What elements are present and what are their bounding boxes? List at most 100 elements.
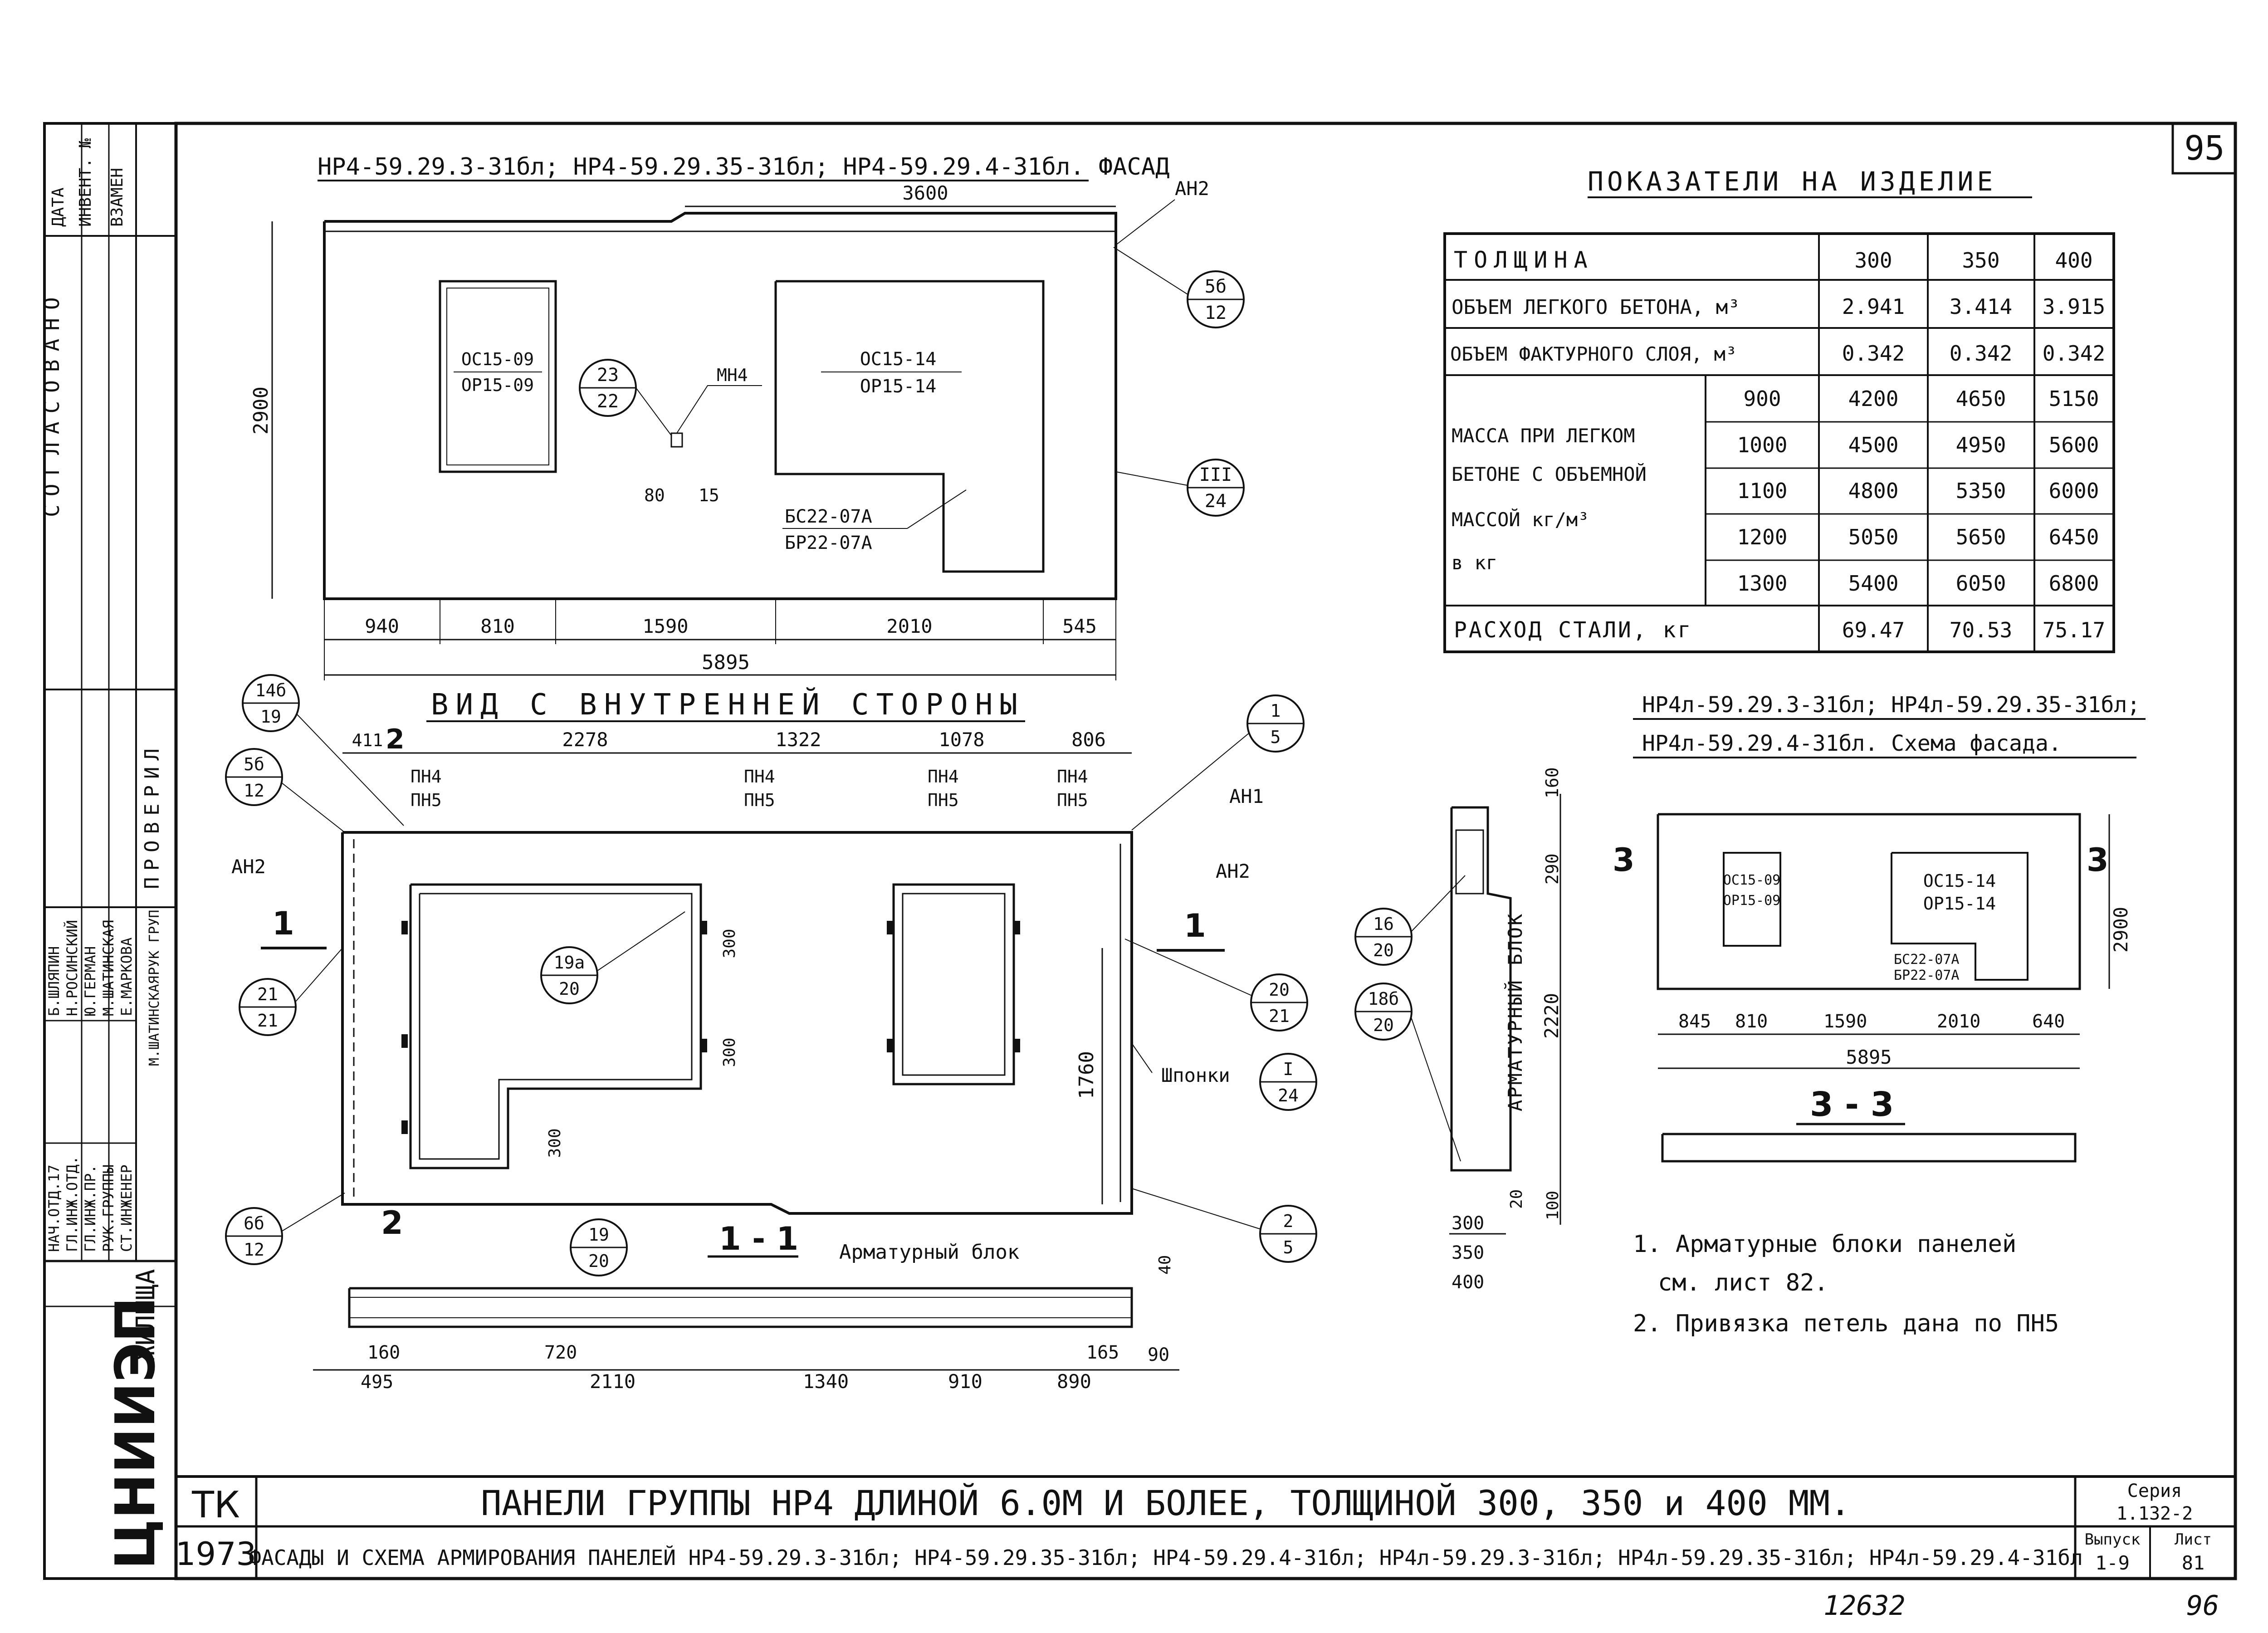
s22-c1-bottom: 20 [1373, 1015, 1394, 1035]
ic0-bottom: 19 [260, 707, 281, 727]
m4-350: 6050 [1956, 571, 2006, 596]
scheme-drawing: НР4л-59.29.3-31бл; НР4л-59.29.35-31бл; Н… [1613, 692, 2146, 1163]
loop1-top: ПН4 [744, 767, 775, 787]
density-4: 1300 [1737, 571, 1788, 596]
ic7-top: I [1283, 1059, 1294, 1079]
callout-III-bottom: 24 [1205, 491, 1227, 512]
callout-III-top: III [1199, 464, 1232, 485]
facade-dim-1: 810 [480, 615, 515, 637]
table-title: ПОКАЗАТЕЛИ НА ИЗДЕЛИЕ [1588, 166, 1996, 197]
tb-issue: 1-9 [2095, 1552, 2130, 1574]
facade-dim-4: 545 [1062, 615, 1097, 637]
page-number-box: 95 [2171, 123, 2236, 175]
inner-d300-c: 300 [546, 1128, 564, 1158]
checked-by: М.ШАТИНСКАЯ [147, 976, 162, 1066]
note-0: 1. Арматурные блоки панелей [1633, 1231, 2016, 1258]
s22-c0-bottom: 20 [1373, 940, 1394, 960]
sec2-top: 2 [386, 724, 405, 755]
steel-400: 75.17 [2043, 618, 2105, 642]
sig-role-1: ГЛ.ИНЖ.ОТД. [64, 1156, 81, 1252]
mn4-label: МН4 [717, 365, 748, 385]
inner-dim-3: 1078 [938, 728, 984, 751]
note-1: см. лист 82. [1658, 1269, 1828, 1296]
dim-15: 15 [699, 485, 719, 505]
door-top: БС22-07А [785, 506, 872, 527]
mass-label-2: МАССОЙ кг/м³ [1452, 508, 1589, 531]
sec1-left: 1 [272, 905, 294, 942]
row-facing-label: ОБЪЕМ ФАКТУРНОГО СЛОЯ, м³ [1450, 343, 1737, 365]
ic0-top: 14б [255, 680, 287, 700]
indicators-table: ПОКАЗАТЕЛИ НА ИЗДЕЛИЕ ТОЛЩИНА 300 350 40… [1443, 166, 2115, 653]
s22-dim-2: 2220 [1540, 993, 1563, 1039]
scheme-dim-2: 1590 [1823, 1011, 1867, 1032]
facade-dim-2: 1590 [642, 615, 688, 637]
vol-300: 2.941 [1842, 294, 1905, 319]
tb-tk: ТК [191, 1484, 240, 1526]
facade-drawing: НР4-59.29.3-31бл; НР4-59.29.35-31бл; НР4… [249, 153, 1245, 680]
steel-label: РАСХОД СТАЛИ, кг [1454, 617, 1692, 643]
inner-title: ВИД С ВНУТРЕННЕЙ СТОРОНЫ [431, 687, 1025, 722]
density-2: 1100 [1737, 479, 1788, 503]
side-group-lead: РУК ГРУП [147, 910, 162, 976]
s11-callout-top: 19 [588, 1225, 609, 1245]
m2-350: 5350 [1956, 479, 2006, 503]
tb-issue-label: Выпуск [2085, 1530, 2141, 1549]
scheme-title-2: НР4л-59.29.4-31бл. Схема фасада. [1642, 731, 2062, 756]
facade-title: НР4-59.29.3-31бл; НР4-59.29.35-31бл; НР4… [318, 153, 1169, 181]
window1-top: ОС15-09 [461, 349, 534, 369]
vol-400: 3.915 [2043, 294, 2105, 319]
loop3-top: ПН4 [1057, 767, 1088, 787]
side-date: ДАТА [49, 187, 68, 227]
scheme-title-1: НР4л-59.29.3-31бл; НР4л-59.29.35-31бл; [1642, 692, 2140, 718]
inner-dim-0: 411 [352, 730, 383, 750]
scheme-dim-0: 845 [1678, 1011, 1711, 1032]
mass-label-0: МАССА ПРИ ЛЕГКОМ [1452, 425, 1635, 447]
tb-title: ПАНЕЛИ ГРУППЫ НР4 ДЛИНОЙ 6.0М И БОЛЕЕ, Т… [481, 1482, 1851, 1523]
callout-23-top: 23 [597, 365, 619, 386]
scheme-w1-bottom: ОР15-09 [1723, 893, 1780, 909]
an2-facade: АН2 [1175, 177, 1209, 200]
ic6-top: 20 [1269, 980, 1290, 1000]
ic1-top: 5б [244, 754, 264, 774]
mass-label-1: БЕТОНЕ С ОБЪЕМНОЙ [1452, 463, 1647, 485]
org-suffix: ЖИЛИЩА [131, 1269, 161, 1361]
th-300: 300 [1854, 248, 1892, 273]
inner-dim-2: 1322 [775, 728, 821, 751]
ic8-top: 2 [1283, 1211, 1294, 1231]
row-thickness-label: ТОЛЩИНА [1454, 247, 1594, 273]
fac-400: 0.342 [2043, 341, 2105, 366]
sec2-bottom: 2 [381, 1204, 403, 1242]
density-1: 1000 [1737, 433, 1788, 457]
loop0-top: ПН4 [411, 767, 442, 787]
loop3-bottom: ПН5 [1057, 790, 1088, 810]
inner-view-drawing: ВИД С ВНУТРЕННЕЙ СТОРОНЫ 300 300 300 176… [225, 674, 1317, 1265]
bottom-number: 96 [2186, 1590, 2219, 1622]
section11-title: 1 - 1 [719, 1220, 798, 1257]
ic1-bottom: 12 [244, 781, 264, 801]
scheme-w1-top: ОС15-09 [1723, 872, 1780, 888]
sig-role-4: СТ.ИНЖЕНЕР [118, 1164, 135, 1252]
stamp-number: 12632 [1823, 1590, 1906, 1622]
s11-dim-b1: 2110 [590, 1370, 635, 1393]
m1-400: 5600 [2049, 433, 2099, 457]
ic3-bottom: 12 [244, 1240, 264, 1260]
ic4-bottom: 20 [559, 979, 580, 999]
s11-dim-a1: 720 [544, 1342, 577, 1363]
tb-year: 1973 [176, 1535, 256, 1573]
facade-dim-3: 2010 [886, 615, 932, 637]
ic5-bottom: 5 [1271, 727, 1281, 747]
window2-top: ОС15-14 [860, 349, 937, 370]
window1-bottom: ОР15-09 [461, 375, 534, 395]
scheme-door-top: БС22-07А [1894, 952, 1960, 968]
facade-dim-top: 3600 [902, 182, 948, 204]
density-3: 1200 [1737, 525, 1788, 549]
vol-350: 3.414 [1950, 294, 2012, 319]
mount-tabs [401, 921, 1020, 1134]
tb-subtitle: ФАСАДЫ И СХЕМА АРМИРОВАНИЯ ПАНЕЛЕЙ НР4-5… [249, 1545, 2082, 1570]
window2-bottom: ОР15-14 [860, 376, 937, 397]
inner-an2-left: АН2 [231, 856, 266, 878]
th-350: 350 [1962, 248, 1999, 273]
callout-5b-top: 5б [1205, 276, 1227, 297]
inner-dim-4: 806 [1071, 728, 1106, 751]
inner-d300-b: 300 [720, 1037, 739, 1067]
